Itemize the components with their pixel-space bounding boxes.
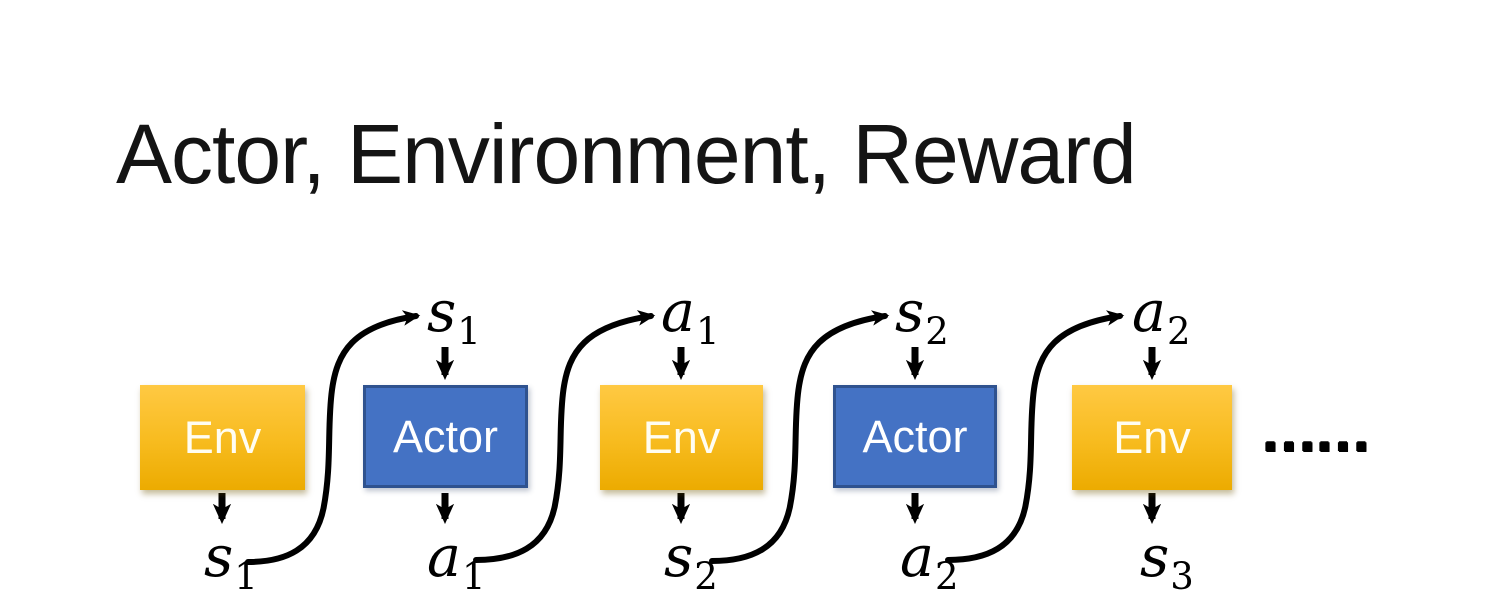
var-subscript: 1: [461, 555, 486, 598]
label-a2-bottom: a2: [900, 529, 959, 596]
env-box-3: Env: [1072, 385, 1232, 490]
var-symbol: s: [204, 524, 234, 590]
label-a1-top: a1: [661, 284, 720, 351]
label-a2-top: a2: [1132, 284, 1191, 351]
continuation-ellipsis: ……: [1260, 399, 1372, 464]
label-s1-top: s1: [427, 284, 481, 351]
env-box-3-label: Env: [1113, 412, 1191, 463]
actor-box-1: Actor: [363, 385, 528, 488]
actor-box-2: Actor: [833, 385, 997, 488]
var-symbol: s: [1140, 524, 1170, 590]
actor-box-2-label: Actor: [862, 411, 968, 462]
env-box-2: Env: [600, 385, 763, 490]
var-symbol: s: [427, 279, 457, 345]
label-s2-top: s2: [895, 284, 949, 351]
var-symbol: s: [895, 279, 925, 345]
var-symbol: a: [900, 524, 934, 590]
var-symbol: s: [664, 524, 694, 590]
var-symbol: a: [661, 279, 695, 345]
var-subscript: 1: [234, 555, 258, 598]
var-symbol: a: [427, 524, 461, 590]
env-box-2-label: Env: [642, 412, 721, 463]
label-a1-bottom: a1: [427, 529, 486, 596]
slide-title: Actor, Environment, Reward: [116, 107, 1137, 201]
var-subscript: 2: [694, 555, 718, 598]
actor-box-1-label: Actor: [392, 411, 499, 462]
var-subscript: 1: [695, 310, 720, 353]
env-box-1-label: Env: [183, 412, 262, 463]
env-box-1: Env: [140, 385, 305, 490]
var-subscript: 2: [934, 555, 959, 598]
label-s1-bottom: s1: [204, 529, 258, 596]
var-subscript: 2: [925, 310, 949, 353]
var-symbol: a: [1132, 279, 1166, 345]
label-s2-bottom: s2: [664, 529, 718, 596]
var-subscript: 1: [457, 310, 481, 353]
var-subscript: 2: [1166, 310, 1191, 353]
label-s3-bottom: s3: [1140, 529, 1194, 596]
var-subscript: 3: [1170, 555, 1194, 598]
